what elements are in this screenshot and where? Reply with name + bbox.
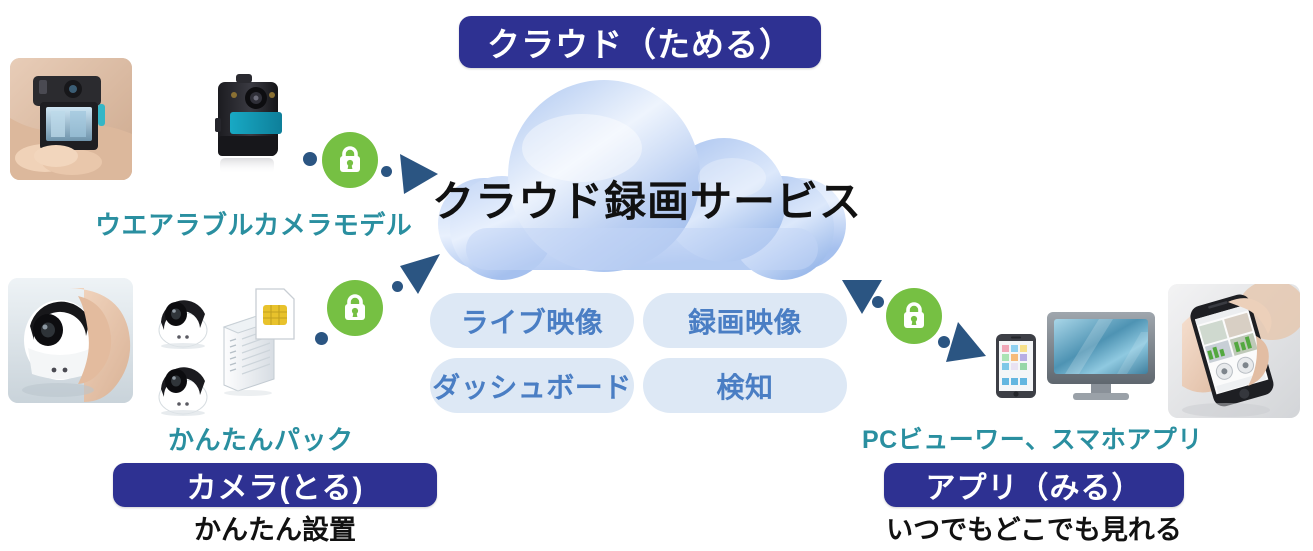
wearable-camera-product-art: [215, 74, 282, 174]
padlock-glyph: [345, 294, 365, 320]
hand-phone-art: [1168, 284, 1300, 418]
arrow-from-cloud: [840, 278, 884, 318]
monitor-art: [1047, 312, 1155, 400]
feature-pill-recorded-video[interactable]: 録画映像: [643, 293, 847, 348]
padlock-icon-wearable-link: [322, 132, 378, 188]
wearable-camera-inhand-art: [10, 58, 132, 180]
link-dot: [303, 152, 317, 166]
photo-wearable-camera-product: [210, 62, 290, 182]
padlock-glyph: [904, 302, 924, 328]
link-dot: [315, 332, 328, 345]
cloud-service-title: クラウド録画サービス: [432, 178, 863, 225]
home-camera-inhand-art: [8, 278, 133, 403]
photo-smartphone-icon: [995, 333, 1037, 399]
arrow-up-right-glyph: [400, 254, 440, 294]
arrow-down-glyph: [842, 280, 882, 314]
link-dot: [872, 296, 884, 308]
link-dot: [381, 166, 392, 177]
sim-card-art: [255, 288, 295, 340]
padlock-icon-pack-link: [327, 280, 383, 336]
padlock-glyph: [340, 146, 360, 172]
home-camera-top-art: [158, 300, 208, 349]
photo-home-camera-bottom: [150, 355, 216, 416]
caption-easy-pack: かんたんパック: [168, 425, 354, 455]
feature-pill-dashboard[interactable]: ダッシュボード: [430, 358, 634, 413]
photo-monitor-icon: [1045, 310, 1157, 402]
link-dot: [392, 281, 403, 292]
arrow-right-glyph: [946, 322, 986, 362]
padlock-icon-app-link: [886, 288, 942, 344]
arrow-to-app: [944, 318, 988, 364]
cloud-shape: [432, 78, 852, 323]
photo-wearable-camera-inhand: [10, 58, 132, 180]
link-dot: [938, 336, 950, 348]
cloud-art: [438, 80, 846, 280]
photo-home-camera-inhand: [8, 278, 133, 403]
feature-pill-live-video[interactable]: ライブ映像: [430, 293, 634, 348]
badge-app[interactable]: アプリ（みる）: [884, 463, 1184, 507]
smartphone-art: [996, 334, 1036, 398]
home-camera-bottom-art: [158, 367, 208, 416]
arrow-to-cloud-bottom: [396, 252, 442, 296]
badge-camera[interactable]: カメラ(とる): [113, 463, 437, 507]
badge-cloud[interactable]: クラウド（ためる）: [459, 16, 821, 68]
photo-home-camera-top: [150, 288, 216, 349]
caption-camera-sub: かんたん設置: [194, 515, 356, 545]
feature-pill-detection[interactable]: 検知: [643, 358, 847, 413]
photo-sim-card: [252, 285, 298, 343]
caption-wearable-model: ウエアラブルカメラモデル: [95, 210, 413, 240]
caption-pc-viewer-app: PCビューワー、スマホアプリ: [862, 426, 1203, 454]
caption-app-sub: いつでもどこでも見れる: [886, 515, 1182, 545]
arrow-right-glyph: [400, 154, 438, 194]
arrow-to-cloud-top: [398, 152, 442, 198]
photo-hand-holding-phone: [1168, 284, 1300, 418]
